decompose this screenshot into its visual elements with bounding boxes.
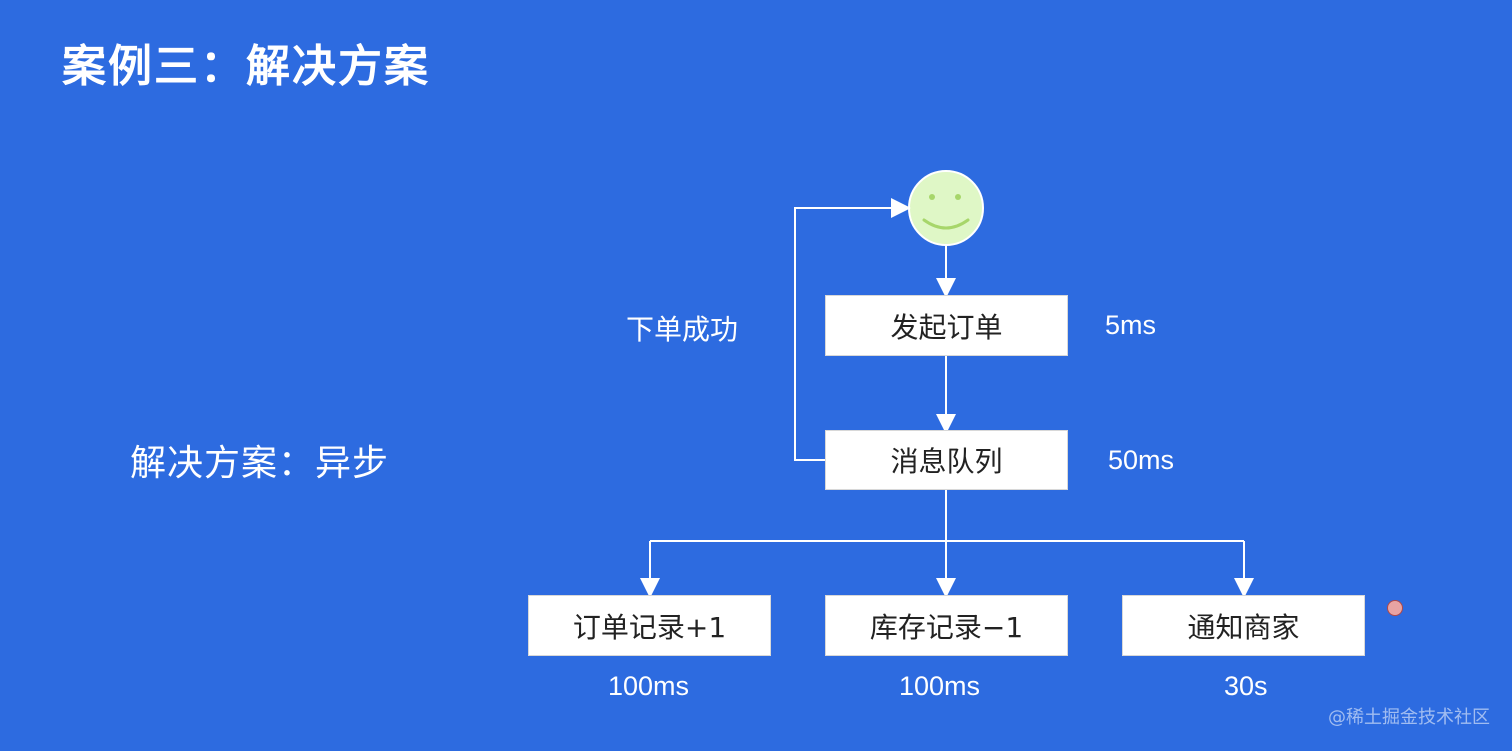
timing-message-queue: 50ms [1108,445,1175,475]
node-message-queue: 消息队列 [825,430,1068,490]
cursor-icon [1387,600,1403,616]
return-label: 下单成功 [626,313,739,346]
solution-subtitle: 解决方案：异步 [130,443,390,484]
smiley-face-icon [908,170,984,246]
timing-stock-record: 100ms [899,671,981,701]
slide-title: 案例三：解决方案 [62,41,430,92]
node-order-record: 订单记录+1 [528,595,771,656]
timing-order-record: 100ms [608,671,690,701]
timing-start-order: 5ms [1105,310,1157,340]
node-notify-merchant: 通知商家 [1122,595,1365,656]
node-stock-record: 库存记录−1 [825,595,1068,656]
watermark: @稀土掘金技术社区 [1328,707,1490,728]
arrow-queue-to-face [794,198,911,461]
node-start-order: 发起订单 [825,295,1068,356]
timing-notify-merchant: 30s [1224,671,1268,701]
